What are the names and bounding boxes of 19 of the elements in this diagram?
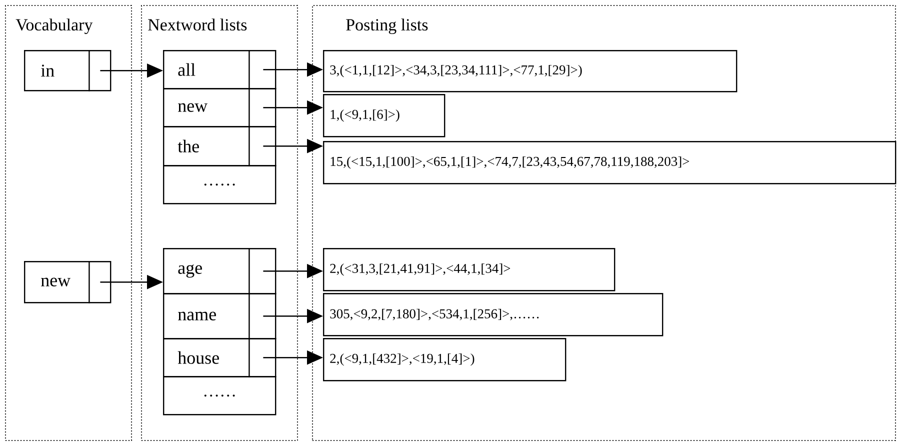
posting-box: 2,(<31,3,[21,41,91]>,<44,1,[34]> (323, 248, 616, 292)
list-entry-box: the (163, 126, 276, 166)
posting-box: 2,(<9,1,[432]>,<19,1,[4]>) (323, 338, 566, 382)
list-entry-box: new (24, 260, 112, 304)
list-entry-box: all (163, 50, 276, 90)
list-entry-box: …… (163, 376, 276, 416)
list-entry-box: new (163, 88, 276, 128)
list-entry-box: …… (163, 165, 276, 204)
list-entry-box: house (163, 338, 276, 378)
panel-heading: Vocabulary (16, 18, 93, 34)
posting-box: 15,(<15,1,[100]>,<65,1,[1]>,<74,7,[23,43,54,67,78,119,188,203]> (323, 141, 896, 184)
posting-box: 3,(<1,1,[12]>,<34,3,[23,34,111]>,<77,1,[29]>) (323, 50, 738, 92)
list-entry-box: name (163, 292, 276, 340)
list-entry-box: age (163, 248, 276, 294)
posting-box: 1,(<9,1,[6]>) (323, 94, 446, 138)
posting-box: 305,<9,2,[7,180]>,<534,1,[256]>,…… (323, 292, 664, 336)
panel-heading: Posting lists (346, 18, 428, 34)
list-entry-box: in (24, 50, 112, 92)
panel-heading: Nextword lists (148, 18, 247, 31)
